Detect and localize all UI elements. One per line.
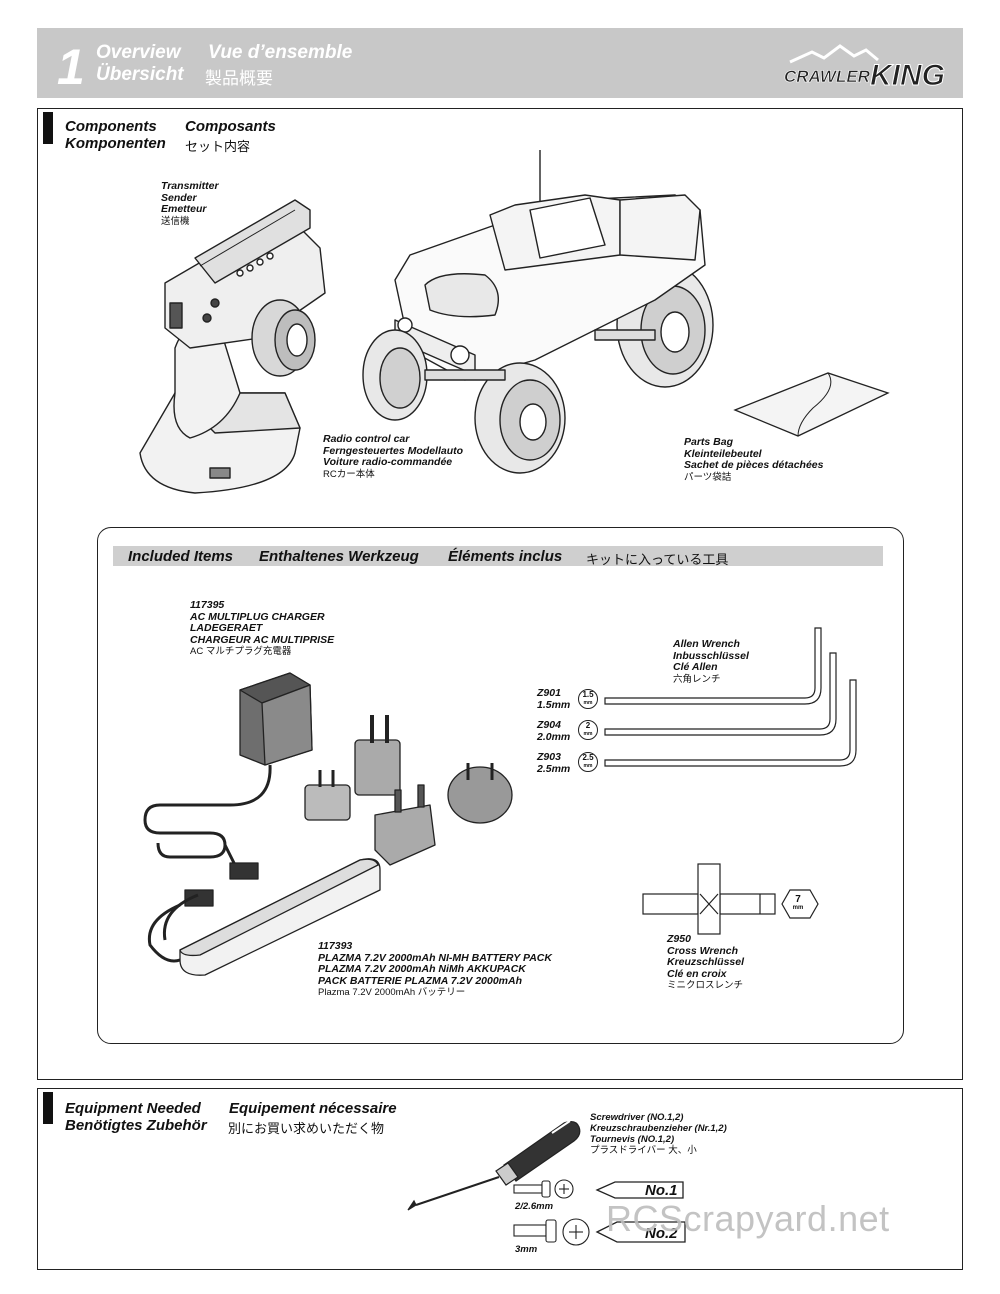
transmitter-illustration [139, 199, 326, 494]
battery-label: 117393 PLAZMA 7.2V 2000mAh NI-MH BATTERY… [318, 940, 552, 998]
svg-text:CRAWLER: CRAWLER [784, 67, 871, 86]
screwdriver-label: Screwdriver (NO.1,2) Kreuzschraubenziehe… [590, 1112, 727, 1156]
wrench-z904-label: Z904 2.0mm [537, 719, 571, 743]
wrench-z903-label: Z903 2.5mm [537, 751, 571, 775]
allen-wrenches-illustration [604, 627, 857, 767]
screwdriver-tips-illustration [595, 1181, 686, 1243]
equipment-title-en: Equipment Needed [65, 1100, 201, 1117]
allen-wrench-label: Allen Wrench Inbusschlüssel Clé Allen 六角… [673, 638, 749, 685]
screwdriver-illustration [407, 1120, 581, 1211]
tip-no1-label: No.1 [645, 1182, 678, 1199]
title-fr: Vue d’ensemble [208, 42, 353, 63]
rc-car-illustration [362, 150, 714, 474]
watermark: RCScrapyard.net [606, 1198, 890, 1239]
included-title-jp: キットに入っている工具 [586, 552, 729, 567]
components-title-en: Components [65, 118, 157, 135]
rc-car-label: Radio control car Ferngesteuertes Modell… [323, 433, 464, 480]
screw1-size: 2/2.6mm [515, 1201, 554, 1212]
step-number: 1 [57, 39, 85, 95]
included-title-fr: Éléments inclus [448, 548, 563, 565]
charger-label: 117395 AC MULTIPLUG CHARGER LADEGERAET C… [190, 599, 335, 657]
section-tab [43, 112, 53, 144]
svg-text:KING: KING [870, 59, 945, 92]
components-title-de: Komponenten [65, 135, 166, 152]
cross-wrench-illustration [642, 863, 819, 935]
components-title-fr: Composants [185, 118, 276, 135]
equipment-title-de: Benötigtes Zubehör [65, 1117, 207, 1134]
transmitter-label: Transmitter Sender Emetteur 送信機 [161, 180, 219, 227]
tip-no2-label: No.2 [645, 1225, 678, 1242]
page-header [37, 28, 963, 98]
section-tab [43, 1092, 53, 1124]
cross-wrench-label: Z950 Cross Wrench Kreuzschlüssel Clé en … [667, 933, 745, 991]
equipment-title-jp: 別にお買い求めいただく物 [228, 1121, 385, 1136]
parts-bag-illustration [733, 372, 890, 437]
screw2-size: 3mm [515, 1244, 538, 1255]
included-title-de: Enthaltenes Werkzeug [259, 548, 419, 565]
title-de: Übersicht [96, 64, 184, 85]
included-title-en: Included Items [128, 548, 234, 565]
title-jp: 製品概要 [205, 69, 273, 88]
parts-bag-label: Parts Bag Kleinteilebeutel Sachet de piè… [684, 436, 824, 483]
screws-illustration [513, 1179, 590, 1246]
equipment-panel [37, 1088, 963, 1270]
title-en: Overview [96, 42, 181, 63]
wrench-z901-label: Z901 1.5mm [537, 687, 571, 711]
charger-battery-illustration [143, 672, 513, 976]
crawler-king-logo: CRAWLER KING [784, 44, 946, 93]
components-title-jp: セット内容 [185, 139, 251, 154]
included-items-bar [113, 546, 883, 566]
equipment-title-fr: Equipement nécessaire [229, 1100, 397, 1117]
